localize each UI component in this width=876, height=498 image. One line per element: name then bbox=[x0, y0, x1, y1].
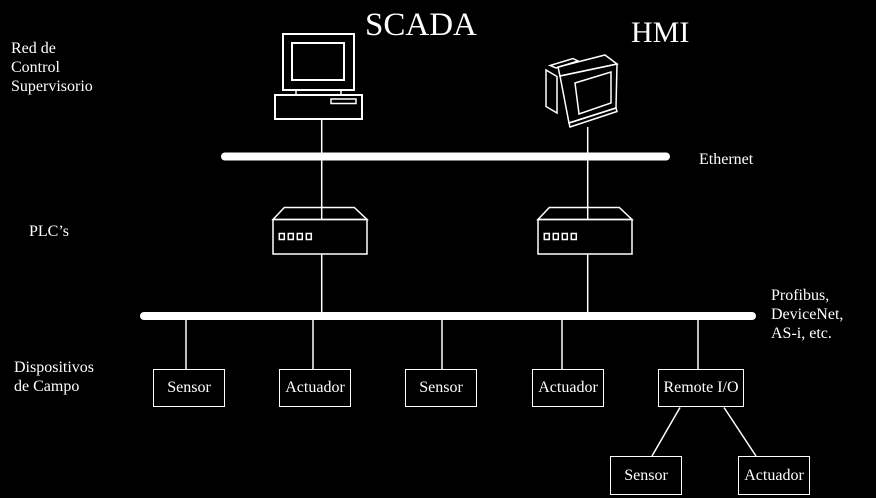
fieldbus-label: Profibus, DeviceNet, AS-i, etc. bbox=[771, 286, 843, 343]
device-box-actuador-1: Actuador bbox=[279, 369, 351, 407]
remoteio-sensor-link bbox=[651, 407, 681, 457]
supervisory-network-label-line2: Control bbox=[11, 59, 60, 76]
device-box-remote-io: Remote I/O bbox=[658, 369, 744, 407]
fieldbus-label-line3: AS-i, etc. bbox=[771, 325, 832, 342]
plc-layer-label: PLC’s bbox=[29, 223, 70, 240]
connector-lines bbox=[185, 119, 757, 457]
plc-module-icon-left bbox=[271, 206, 369, 255]
device-box-actuador-2: Actuador bbox=[532, 369, 604, 407]
field-devices-label-line1: Dispositivos bbox=[14, 359, 95, 376]
device-box-sensor-2: Sensor bbox=[405, 369, 477, 407]
supervisory-network-label-line3: Supervisorio bbox=[11, 78, 93, 95]
field-devices-label: Dispositivos de Campo bbox=[14, 358, 94, 396]
device-box-remote-actuador: Actuador bbox=[738, 456, 810, 495]
remoteio-actuador-link bbox=[723, 407, 757, 457]
scada-title: SCADA bbox=[365, 7, 477, 43]
fieldbus-label-line2: DeviceNet, bbox=[771, 306, 844, 323]
field-devices-label-line2: de Campo bbox=[14, 378, 80, 395]
plc-module-icon-right bbox=[536, 206, 634, 255]
device-box-remote-sensor: Sensor bbox=[610, 456, 682, 495]
crt-monitor-icon bbox=[545, 54, 619, 128]
device-box-sensor-1: Sensor bbox=[153, 369, 225, 407]
hmi-title: HMI bbox=[631, 16, 690, 49]
fieldbus-label-line1: Profibus, bbox=[771, 287, 830, 304]
ethernet-label: Ethernet bbox=[699, 151, 754, 168]
supervisory-network-label-line1: Red de bbox=[11, 40, 56, 57]
supervisory-network-label: Red de Control Supervisorio bbox=[11, 39, 93, 96]
desktop-computer-icon bbox=[274, 33, 363, 120]
